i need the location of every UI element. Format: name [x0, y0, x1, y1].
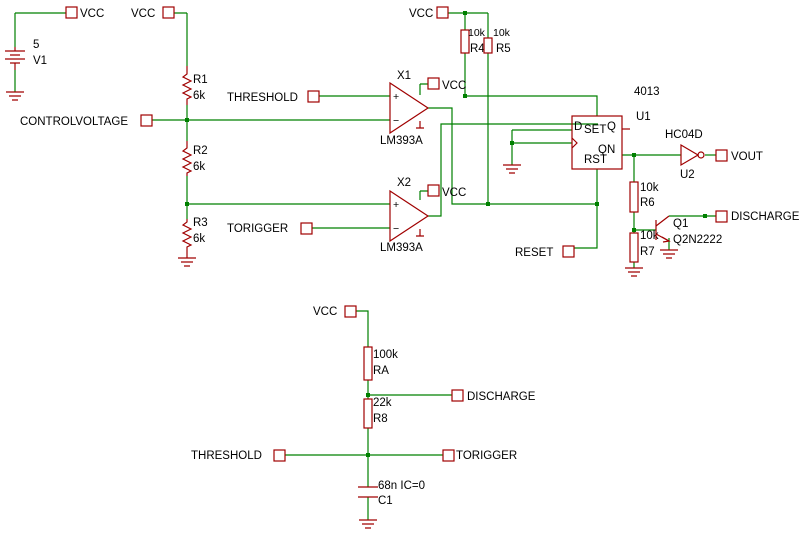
net-flag-reset[interactable]: RESET	[515, 245, 575, 259]
x2-minus-pin: −	[393, 223, 399, 235]
net-flag-threshold[interactable]: THRESHOLD	[227, 90, 320, 104]
u1-pin-q: Q	[607, 121, 616, 133]
inverter-u2[interactable]: HC04D U2	[665, 129, 705, 181]
r3-ref: R3	[193, 217, 208, 229]
u1-pin-rst: RST	[584, 154, 607, 166]
u1-ref: U1	[636, 111, 651, 123]
u1-pin-d: D	[574, 121, 582, 133]
r6-value: 10k	[640, 182, 659, 194]
net-flag-vcc[interactable]: VCC	[65, 6, 104, 20]
flip-flop-u1[interactable]: D SET Q QN RST U1 4013	[571, 86, 660, 170]
r6-ref: R6	[640, 197, 655, 209]
net-label-reset: RESET	[515, 247, 553, 259]
c1-value: 68n IC=0	[378, 480, 425, 492]
u1-pin-set: SET	[584, 124, 606, 136]
net-label-vcc: VCC	[313, 306, 337, 318]
q1-ref: Q1	[673, 218, 688, 230]
r5-value: 10k	[493, 27, 511, 39]
x2-plus-pin: +	[393, 199, 399, 211]
net-flag-torigger[interactable]: TORIGGER	[227, 222, 313, 235]
x2-part: LM393A	[380, 242, 423, 254]
net-flag-vout[interactable]: VOUT	[715, 149, 763, 163]
u2-part: HC04D	[665, 129, 703, 141]
ground-symbol	[625, 267, 643, 277]
v1-value: 5	[33, 39, 39, 51]
r4-ref: R4	[470, 43, 485, 55]
c1-ref: C1	[378, 495, 393, 507]
r2-value: 6k	[193, 161, 205, 173]
net-flag-discharge[interactable]: DISCHARGE	[451, 389, 536, 403]
q1-part: Q2N2222	[673, 234, 722, 246]
r4-value: 10k	[468, 27, 486, 39]
resistor-r6[interactable]: 10k R6	[629, 181, 659, 213]
junction-dots	[185, 11, 707, 457]
battery-v1[interactable]: 5 V1	[5, 39, 47, 70]
x1-ref: X1	[397, 70, 411, 82]
resistor-r4[interactable]: 10k R4	[460, 27, 486, 55]
net-label-control-voltage: CONTROLVOLTAGE	[20, 116, 128, 128]
net-label-vcc: VCC	[131, 8, 155, 20]
resistor-r5[interactable]: 10k R5	[483, 27, 511, 55]
net-label-torigger: TORIGGER	[227, 223, 288, 235]
x1-minus-pin: −	[393, 115, 399, 127]
capacitor-c1[interactable]: 68n IC=0 C1	[358, 480, 425, 507]
net-label-vcc: VCC	[442, 187, 466, 199]
ground-symbol	[6, 91, 24, 101]
net-label-torigger: TORIGGER	[456, 450, 517, 462]
r8-value: 22k	[373, 397, 392, 409]
r8-ref: R8	[373, 413, 388, 425]
net-label-vcc: VCC	[80, 8, 104, 20]
comparator-x1[interactable]: + − X1 LM393A	[380, 70, 430, 147]
ground-symbol	[359, 519, 377, 529]
r2-ref: R2	[193, 145, 208, 157]
u2-ref: U2	[680, 169, 695, 181]
net-flag-torigger[interactable]: TORIGGER	[442, 449, 517, 462]
u1-pin-qn: QN	[598, 144, 615, 156]
net-flag-vcc[interactable]: VCC	[427, 184, 466, 199]
net-label-threshold: THRESHOLD	[191, 450, 262, 462]
resistor-r2[interactable]: R2 6k	[181, 141, 208, 176]
net-label-threshold: THRESHOLD	[227, 92, 298, 104]
x1-plus-pin: +	[393, 91, 399, 103]
ra-value: 100k	[373, 349, 398, 361]
transistor-q1[interactable]: Q1 Q2N2222	[655, 215, 722, 246]
net-flag-control-voltage[interactable]: CONTROLVOLTAGE	[20, 114, 153, 128]
resistor-ra[interactable]: 100k RA	[363, 346, 398, 381]
u1-part: 4013	[634, 86, 660, 98]
x2-ref: X2	[397, 177, 411, 189]
net-label-discharge: DISCHARGE	[731, 211, 800, 223]
r1-value: 6k	[193, 90, 205, 102]
r3-value: 6k	[193, 233, 205, 245]
net-label-vout: VOUT	[731, 151, 763, 163]
resistor-r3[interactable]: R3 6k	[181, 217, 208, 258]
net-label-vcc: VCC	[409, 8, 433, 20]
net-flag-vcc[interactable]: VCC	[427, 77, 466, 92]
ground-symbol	[503, 164, 521, 174]
net-flag-discharge[interactable]: DISCHARGE	[715, 210, 800, 223]
v1-ref: V1	[33, 55, 47, 67]
r7-ref: R7	[640, 246, 655, 258]
ground-symbol	[660, 249, 678, 259]
r5-ref: R5	[496, 43, 511, 55]
r7-value: 10k	[640, 230, 659, 242]
net-flag-vcc[interactable]: VCC	[131, 6, 175, 20]
x1-part: LM393A	[380, 135, 423, 147]
resistor-r1[interactable]: R1 6k	[181, 66, 208, 105]
ra-ref: RA	[373, 365, 389, 377]
net-label-discharge: DISCHARGE	[467, 391, 536, 403]
resistor-r8[interactable]: 22k R8	[363, 397, 392, 429]
wires	[14, 12, 716, 520]
comparator-x2[interactable]: + − X2 LM393A	[380, 177, 430, 254]
net-flag-threshold[interactable]: THRESHOLD	[191, 449, 286, 462]
net-label-vcc: VCC	[442, 80, 466, 92]
r1-ref: R1	[193, 74, 208, 86]
net-flag-vcc[interactable]: VCC	[313, 305, 357, 318]
ground-symbol	[178, 257, 196, 267]
resistor-r7[interactable]: 10k R7	[629, 230, 659, 263]
net-flag-vcc[interactable]: VCC	[409, 6, 449, 20]
